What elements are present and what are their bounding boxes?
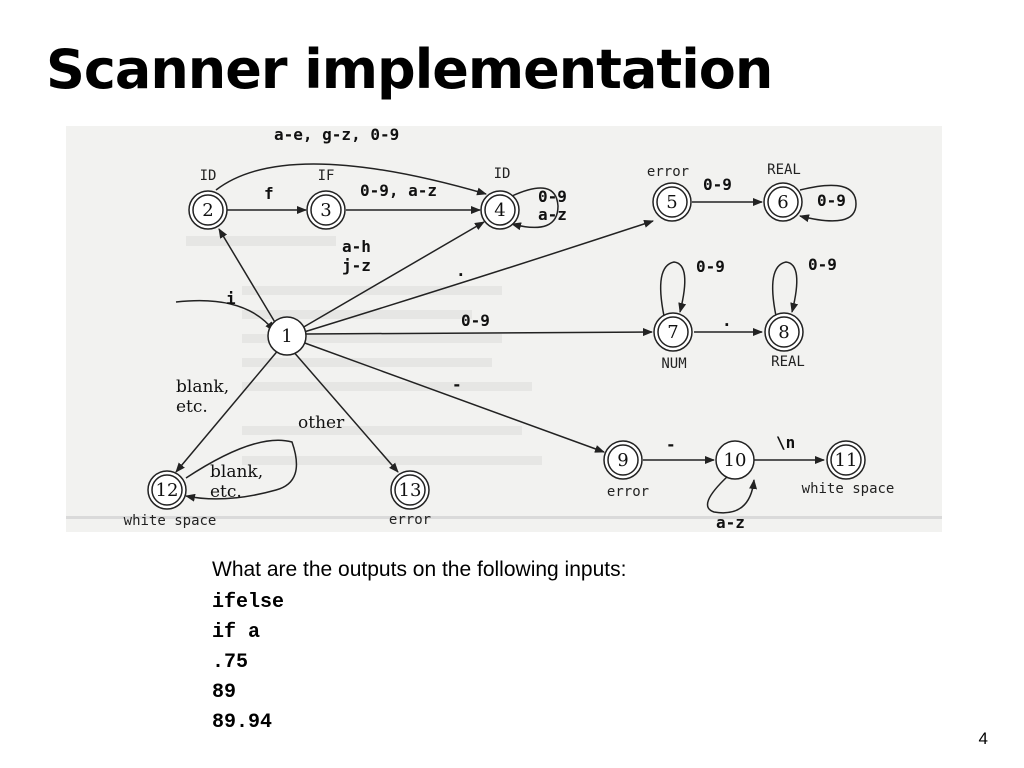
label-1-12-b: etc. (176, 397, 208, 417)
edge-6-6 (799, 184, 857, 223)
edge-10-10 (706, 475, 758, 514)
edge-12-12 (185, 439, 298, 502)
state-6: 6 (763, 182, 803, 222)
start-arrow (175, 299, 275, 332)
edge-1-9 (301, 341, 605, 453)
label-1-7: 0-9 (461, 311, 490, 330)
state-11-label: white space (802, 481, 895, 497)
state-13: 13 (390, 470, 430, 510)
state-1-id: 1 (281, 326, 292, 347)
state-3-id: 3 (320, 200, 331, 221)
label-9-10: - (666, 435, 676, 454)
state-1: 1 (267, 316, 307, 356)
state-10-id: 10 (724, 450, 747, 471)
edge-1-2 (218, 228, 277, 325)
input-item: if a (212, 621, 261, 644)
label-1-9: - (452, 375, 462, 394)
label-4-4-b: a-z (538, 205, 567, 224)
state-3-label: IF (318, 168, 335, 184)
state-9-id: 9 (617, 450, 628, 471)
state-8: 8 (764, 312, 804, 352)
state-13-id: 13 (399, 480, 422, 501)
label-1-5: . (456, 261, 466, 280)
state-12: 12 (147, 470, 187, 510)
edge-1-12 (175, 347, 281, 473)
edge-1-5 (303, 220, 654, 333)
edge-2-4 (215, 163, 487, 196)
question-text: What are the outputs on the following in… (212, 558, 627, 581)
label-8-8: 0-9 (808, 255, 837, 274)
state-10: 10 (715, 440, 755, 480)
edge-1-4 (301, 221, 485, 329)
label-7-8: . (722, 311, 732, 330)
label-12-12-a: blank, (210, 462, 263, 482)
state-5-id: 5 (666, 192, 677, 213)
label-6-6: 0-9 (817, 191, 846, 210)
state-3: 3 (306, 190, 346, 230)
state-11: 11 (826, 440, 866, 480)
state-8-id: 8 (778, 322, 789, 343)
page-number: 4 (978, 729, 988, 748)
label-2-4: a-e, g-z, 0-9 (274, 126, 399, 144)
label-3-4: 0-9, a-z (360, 181, 437, 200)
state-9-label: error (607, 484, 649, 500)
scan-artifacts (66, 236, 942, 519)
state-8-label: REAL (771, 354, 805, 370)
state-5: 5 (652, 182, 692, 222)
state-4: 4 (480, 190, 520, 230)
input-item: 89.94 (212, 711, 273, 734)
input-item: ifelse (212, 591, 285, 614)
state-5-label: error (647, 164, 689, 180)
edge-7-7 (659, 261, 687, 317)
label-1-2: i (226, 289, 236, 308)
label-1-13: other (298, 413, 345, 433)
edge-4-4 (511, 187, 559, 231)
state-12-label: white space (124, 513, 217, 529)
slide-title: Scanner implementation (46, 38, 773, 101)
label-10-11: \n (776, 433, 795, 452)
state-2-label: ID (200, 168, 217, 184)
state-9: 9 (603, 440, 643, 480)
label-1-4-a: a-h (342, 237, 371, 256)
state-2-id: 2 (202, 200, 213, 221)
state-7: 7 (653, 312, 693, 352)
edge-8-8 (771, 261, 799, 317)
state-2: 2 (188, 190, 228, 230)
label-2-3: f (264, 184, 274, 203)
state-7-id: 7 (667, 322, 678, 343)
label-7-7: 0-9 (696, 257, 725, 276)
label-4-4-a: 0-9 (538, 187, 567, 206)
state-7-label: NUM (661, 356, 686, 372)
edge-1-13 (291, 349, 399, 473)
state-13-label: error (389, 512, 431, 528)
state-6-label: REAL (767, 162, 801, 178)
label-1-4-b: j-z (342, 256, 371, 275)
state-6-id: 6 (777, 192, 788, 213)
state-11-id: 11 (835, 450, 858, 471)
state-diagram: 1 2 3 4 5 6 7 8 9 10 11 12 13 ID IF ID e… (66, 126, 942, 532)
edge-1-7 (305, 328, 653, 337)
label-12-12-b: etc. (210, 482, 242, 502)
state-4-id: 4 (494, 200, 505, 221)
state-4-label: ID (494, 166, 511, 182)
label-1-12-a: blank, (176, 377, 229, 397)
state-12-id: 12 (156, 480, 179, 501)
label-10-10: a-z (716, 513, 745, 532)
label-5-6: 0-9 (703, 175, 732, 194)
input-item: .75 (212, 651, 249, 674)
input-list: ifelse if a .75 89 89.94 (212, 588, 284, 738)
input-item: 89 (212, 681, 237, 704)
